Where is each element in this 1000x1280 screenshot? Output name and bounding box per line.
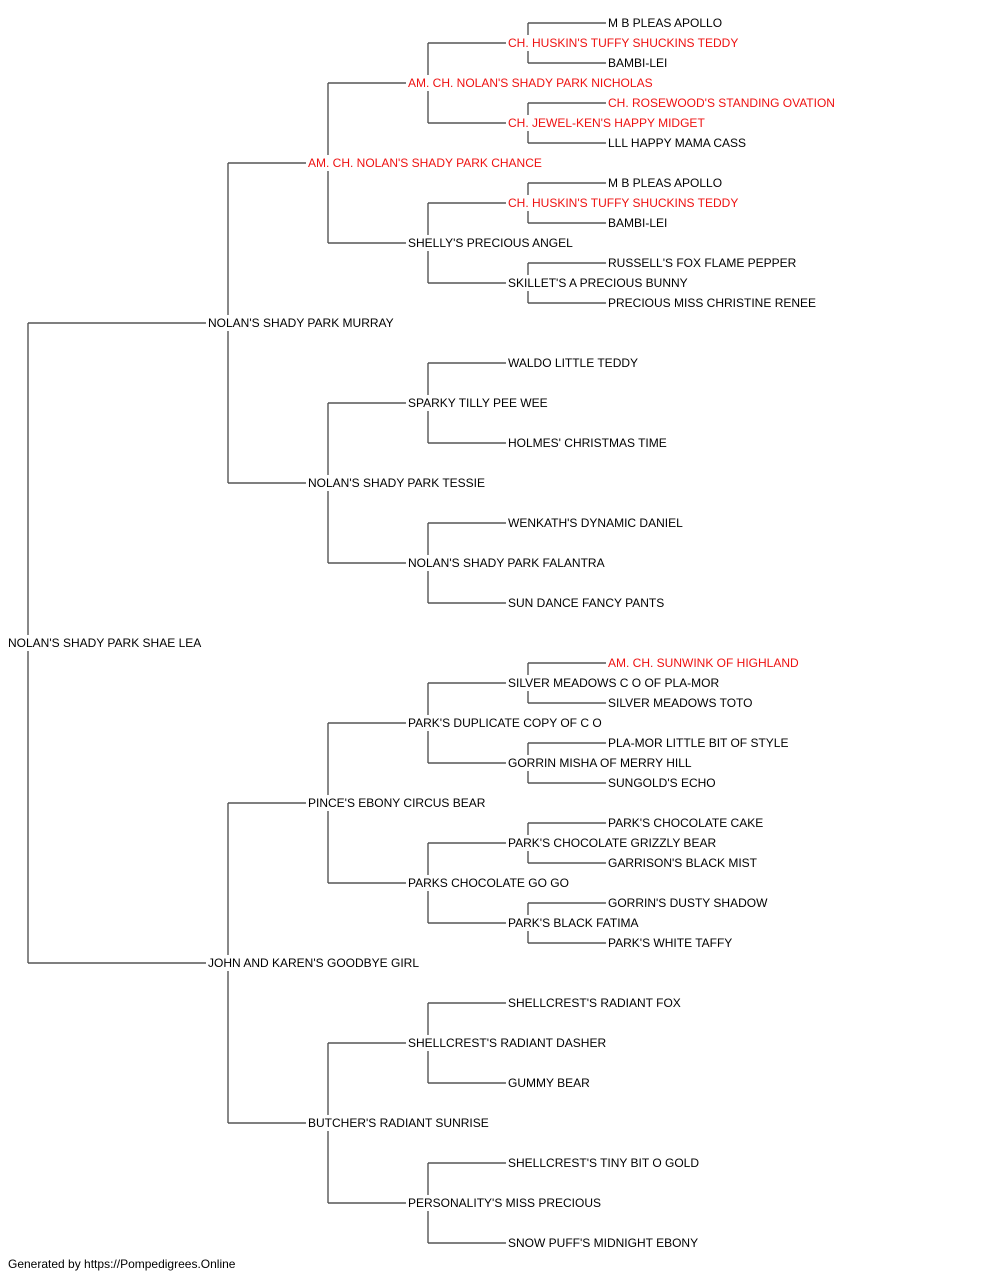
pedigree-name-gen5: M B PLEAS APOLLO <box>608 16 722 30</box>
pedigree-name-gen5: CH. ROSEWOOD'S STANDING OVATION <box>608 96 835 110</box>
pedigree-name-gen4: SILVER MEADOWS C O OF PLA-MOR <box>508 676 719 690</box>
pedigree-name-gen4: CH. JEWEL-KEN'S HAPPY MIDGET <box>508 116 705 130</box>
pedigree-name-gen4: SUN DANCE FANCY PANTS <box>508 596 664 610</box>
footer-credit: Generated by https://Pompedigrees.Online <box>8 1257 236 1271</box>
pedigree-name-gen5: AM. CH. SUNWINK OF HIGHLAND <box>608 656 799 670</box>
pedigree-name-gen5: PARK'S CHOCOLATE CAKE <box>608 816 763 830</box>
pedigree-name-gen5: PLA-MOR LITTLE BIT OF STYLE <box>608 736 789 750</box>
pedigree-name-gen5: BAMBI-LEI <box>608 56 667 70</box>
pedigree-name-gen5: SILVER MEADOWS TOTO <box>608 696 752 710</box>
pedigree-name-gen5: SUNGOLD'S ECHO <box>608 776 716 790</box>
pedigree-name-gen5: RUSSELL'S FOX FLAME PEPPER <box>608 256 797 270</box>
pedigree-name-gen5: BAMBI-LEI <box>608 216 667 230</box>
pedigree-name-gen4: SKILLET'S A PRECIOUS BUNNY <box>508 276 688 290</box>
pedigree-name-gen4: SHELLCREST'S TINY BIT O GOLD <box>508 1156 699 1170</box>
pedigree-tree: NOLAN'S SHADY PARK SHAE LEA NOLAN'S SHADY… <box>8 16 835 1250</box>
pedigree-name-gen3: SHELLCREST'S RADIANT DASHER <box>408 1036 606 1050</box>
pedigree-name-gen3: PARK'S DUPLICATE COPY OF C O <box>408 716 602 730</box>
pedigree-name-gen4: SNOW PUFF'S MIDNIGHT EBONY <box>508 1236 698 1250</box>
pedigree-name-gen4: GUMMY BEAR <box>508 1076 590 1090</box>
pedigree-name-gen2: AM. CH. NOLAN'S SHADY PARK CHANCE <box>308 156 542 170</box>
pedigree-name-gen3: NOLAN'S SHADY PARK FALANTRA <box>408 556 605 570</box>
pedigree-name-gen1: NOLAN'S SHADY PARK MURRAY <box>208 316 394 330</box>
pedigree-name-gen4: PARK'S CHOCOLATE GRIZZLY BEAR <box>508 836 716 850</box>
pedigree-name-gen4: HOLMES' CHRISTMAS TIME <box>508 436 667 450</box>
pedigree-name-gen0: NOLAN'S SHADY PARK SHAE LEA <box>8 636 201 650</box>
pedigree-name-gen4: GORRIN MISHA OF MERRY HILL <box>508 756 692 770</box>
pedigree-name-gen2: PINCE'S EBONY CIRCUS BEAR <box>308 796 486 810</box>
pedigree-name-gen4: PARK'S BLACK FATIMA <box>508 916 639 930</box>
pedigree-name-gen5: PARK'S WHITE TAFFY <box>608 936 732 950</box>
pedigree-name-gen3: AM. CH. NOLAN'S SHADY PARK NICHOLAS <box>408 76 653 90</box>
pedigree-name-gen5: PRECIOUS MISS CHRISTINE RENEE <box>608 296 816 310</box>
pedigree-name-gen4: SHELLCREST'S RADIANT FOX <box>508 996 681 1010</box>
pedigree-name-gen4: WENKATH'S DYNAMIC DANIEL <box>508 516 683 530</box>
pedigree-name-gen4: CH. HUSKIN'S TUFFY SHUCKINS TEDDY <box>508 196 738 210</box>
pedigree-name-gen3: PERSONALITY'S MISS PRECIOUS <box>408 1196 601 1210</box>
pedigree-name-gen2: BUTCHER'S RADIANT SUNRISE <box>308 1116 489 1130</box>
pedigree-name-gen5: GORRIN'S DUSTY SHADOW <box>608 896 768 910</box>
pedigree-name-gen5: M B PLEAS APOLLO <box>608 176 722 190</box>
pedigree-name-gen4: CH. HUSKIN'S TUFFY SHUCKINS TEDDY <box>508 36 738 50</box>
pedigree-name-gen5: LLL HAPPY MAMA CASS <box>608 136 746 150</box>
pedigree-name-gen5: GARRISON'S BLACK MIST <box>608 856 758 870</box>
pedigree-name-gen3: SPARKY TILLY PEE WEE <box>408 396 548 410</box>
pedigree-name-gen2: NOLAN'S SHADY PARK TESSIE <box>308 476 485 490</box>
pedigree-name-gen4: WALDO LITTLE TEDDY <box>508 356 638 370</box>
pedigree-name-gen1: JOHN AND KAREN'S GOODBYE GIRL <box>208 956 419 970</box>
pedigree-name-gen3: SHELLY'S PRECIOUS ANGEL <box>408 236 573 250</box>
pedigree-name-gen3: PARKS CHOCOLATE GO GO <box>408 876 569 890</box>
